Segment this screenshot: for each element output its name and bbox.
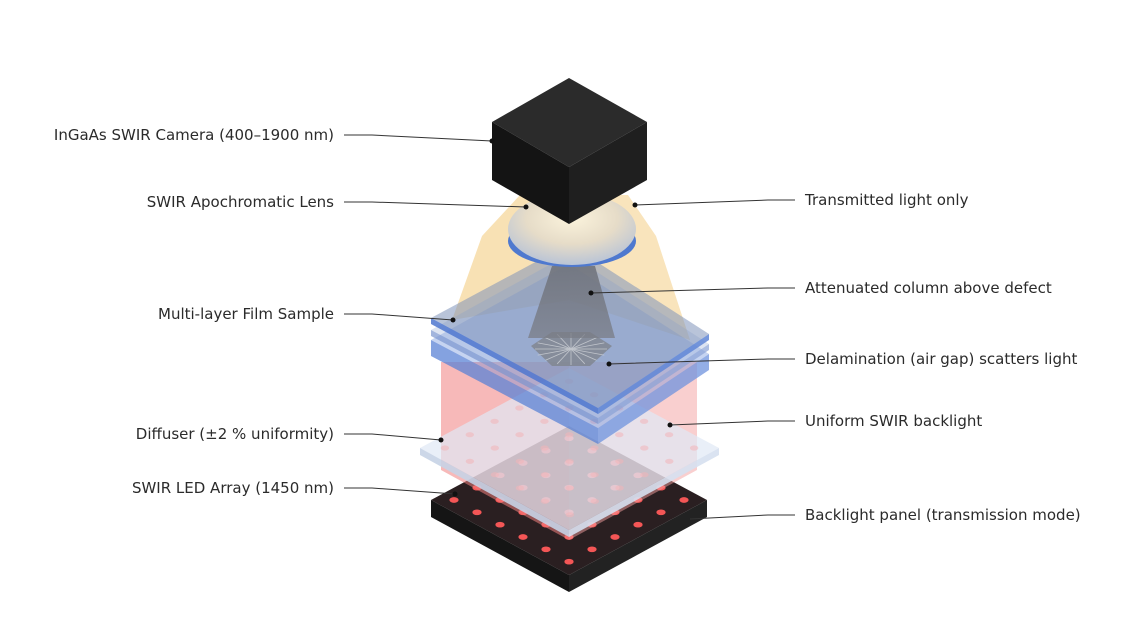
led-dot — [465, 458, 475, 464]
delamination-defect — [531, 332, 612, 366]
led-dot — [640, 445, 649, 451]
camera-top — [492, 78, 647, 167]
led-dot — [540, 472, 549, 478]
callout-camera: InGaAs SWIR Camera (400–1900 nm) — [54, 126, 495, 144]
led-dot — [665, 458, 674, 464]
scatter-ray — [545, 337, 572, 350]
label-film: Multi-layer Film Sample — [158, 305, 334, 323]
label-panel: Backlight panel (transmission mode) — [805, 506, 1081, 524]
led-dot — [615, 458, 624, 464]
label-attenuated: Attenuated column above defect — [805, 279, 1052, 297]
camera-front-left — [492, 122, 569, 224]
diffuser-edge-left — [420, 448, 569, 537]
callout-film: Multi-layer Film Sample — [158, 305, 456, 323]
label-transmitted: Transmitted light only — [804, 191, 969, 209]
film-layer-bottom-edge-right — [598, 354, 709, 444]
callout-led-array: SWIR LED Array (1450 nm) — [132, 479, 458, 497]
led-dot — [515, 485, 525, 491]
led-dot — [490, 472, 500, 478]
led-dot — [679, 497, 689, 503]
callout-delamination: Delamination (air gap) scatters light — [606, 350, 1077, 368]
label-delamination: Delamination (air gap) scatters light — [805, 350, 1077, 368]
led-dot — [540, 498, 550, 504]
panel-front-right — [569, 500, 707, 592]
led-dot — [541, 546, 551, 553]
scatter-ray — [537, 348, 572, 356]
callout-transmitted: Transmitted light only — [632, 191, 969, 209]
label-camera: InGaAs SWIR Camera (400–1900 nm) — [54, 126, 334, 144]
led-dot — [449, 497, 459, 503]
apochromatic-lens — [508, 193, 636, 267]
led-dot — [515, 405, 524, 411]
led-dot — [639, 418, 649, 424]
led-dot — [664, 432, 674, 438]
callout-backlight: Uniform SWIR backlight — [667, 412, 982, 430]
led-dot — [565, 458, 574, 464]
scatter-ray — [570, 348, 605, 356]
scatter-ray — [537, 342, 572, 350]
lens-body — [508, 193, 636, 265]
led-dot — [565, 485, 574, 491]
label-diffuser: Diffuser (±2 % uniformity) — [136, 425, 334, 443]
scatter-ray — [570, 348, 586, 365]
led-dot — [465, 432, 474, 438]
attenuated-column — [528, 266, 615, 338]
led-dot — [564, 558, 574, 565]
led-dot — [540, 418, 549, 424]
scatter-ray — [570, 337, 597, 350]
film-layer-middle-edge-left — [431, 330, 598, 424]
callout-diffuser: Diffuser (±2 % uniformity) — [136, 425, 444, 443]
led-dot — [656, 509, 666, 516]
led-dot — [633, 521, 643, 528]
led-dot — [440, 445, 450, 451]
label-lens: SWIR Apochromatic Lens — [147, 193, 334, 211]
led-dot — [472, 509, 482, 516]
led-dot — [490, 418, 499, 424]
led-dot — [615, 432, 624, 438]
callout-panel: Backlight panel (transmission mode) — [689, 506, 1081, 524]
led-dot — [590, 498, 599, 504]
scatter-ray — [545, 348, 572, 361]
led-dot — [490, 445, 499, 451]
led-dot — [590, 445, 599, 451]
led-dot — [515, 432, 524, 438]
scatter-ray — [556, 348, 572, 365]
led-dot — [587, 546, 597, 553]
scatter-ray — [570, 342, 605, 350]
scatter-ray — [570, 348, 597, 361]
film-layer-bottom-edge-left — [431, 340, 598, 444]
led-dot — [640, 472, 649, 478]
led-dot — [515, 458, 524, 464]
film-layer-top-edge-left — [431, 318, 598, 414]
led-dot — [590, 472, 599, 478]
led-dot — [565, 512, 575, 518]
callout-lens: SWIR Apochromatic Lens — [147, 193, 529, 211]
callout-attenuated: Attenuated column above defect — [588, 279, 1052, 297]
film-layer-top-edge-right — [598, 334, 709, 414]
led-dot — [495, 521, 505, 528]
swir-camera — [492, 78, 647, 224]
camera-front-right — [569, 122, 647, 224]
led-dot — [518, 534, 528, 540]
led-dot — [689, 445, 699, 451]
led-dot — [610, 534, 620, 540]
label-led-array: SWIR LED Array (1450 nm) — [132, 479, 334, 497]
led-dot — [615, 485, 624, 491]
led-dot — [565, 432, 574, 438]
label-backlight: Uniform SWIR backlight — [805, 412, 982, 430]
diffuser-edge-right — [569, 448, 719, 537]
led-dot — [540, 445, 549, 451]
panel-front-left — [431, 500, 569, 592]
film-layer-middle-edge-right — [598, 344, 709, 424]
